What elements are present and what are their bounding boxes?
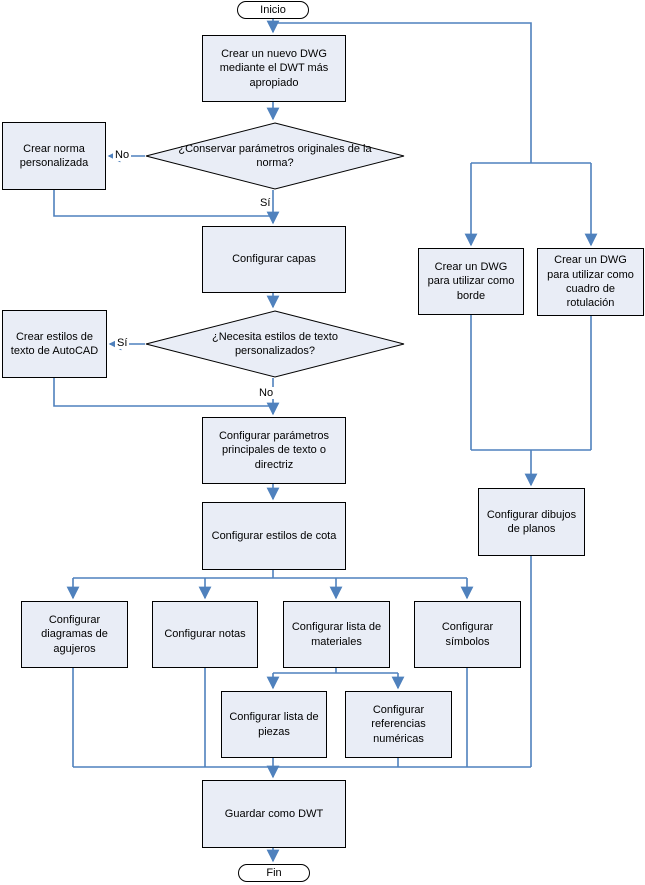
node-configurar-notas: Configurar notas bbox=[152, 601, 258, 668]
decision-conservar-parametros: ¿Conservar parámetros originales de la n… bbox=[145, 122, 405, 190]
edge-label-no-estilos: No bbox=[257, 387, 276, 399]
node-label: Configurar notas bbox=[164, 628, 246, 641]
node-label: Configurar estilos de cota bbox=[211, 529, 337, 542]
node-label: Configurar diagramas de agujeros bbox=[41, 614, 108, 655]
decision-estilos-texto: ¿Necesita estilos de texto personalizado… bbox=[145, 310, 405, 378]
node-crear-dwg: Crear un nuevo DWG mediante el DWT más a… bbox=[202, 35, 346, 102]
node-label: Guardar como DWT bbox=[224, 807, 324, 820]
node-configurar-capas: Configurar capas bbox=[202, 226, 346, 293]
node-label: Configurar parámetros principales de tex… bbox=[218, 430, 330, 471]
node-label: Inicio bbox=[260, 3, 286, 16]
edge-label-si-estilos: Sí bbox=[115, 337, 130, 349]
node-label: ¿Conservar parámetros originales de la n… bbox=[178, 142, 372, 169]
node-configurar-estilos-cota: Configurar estilos de cota bbox=[202, 502, 346, 570]
node-label: Configurar símbolos bbox=[441, 621, 494, 648]
diamond-shape bbox=[145, 122, 405, 190]
node-configurar-simbolos: Configurar símbolos bbox=[414, 601, 521, 668]
node-label: ¿Necesita estilos de texto personalizado… bbox=[212, 330, 338, 357]
node-label: Configurar referencias numéricas bbox=[371, 704, 426, 745]
node-label: Crear un DWG para utilizar como borde bbox=[427, 261, 515, 302]
node-configurar-parametros: Configurar parámetros principales de tex… bbox=[202, 417, 346, 484]
node-guardar-dwt: Guardar como DWT bbox=[202, 780, 346, 848]
node-configurar-dibujos-planos: Configurar dibujos de planos bbox=[478, 488, 585, 556]
node-configurar-referencias-numericas: Configurar referencias numéricas bbox=[345, 691, 452, 758]
node-inicio: Inicio bbox=[237, 1, 309, 19]
node-crear-estilos-texto: Crear estilos de texto de AutoCAD bbox=[2, 310, 107, 378]
diamond-shape bbox=[145, 310, 405, 378]
node-label: Configurar dibujos de planos bbox=[486, 508, 577, 535]
connector-line bbox=[273, 22, 532, 163]
edge-label-si-norma: Sí bbox=[258, 197, 273, 209]
edge-label-no-norma: No bbox=[113, 149, 132, 161]
connector-line bbox=[53, 190, 273, 217]
node-configurar-lista-materiales: Configurar lista de materiales bbox=[283, 601, 390, 668]
connector-line bbox=[53, 378, 273, 407]
node-label: Fin bbox=[266, 866, 282, 879]
node-crear-norma: Crear norma personalizada bbox=[2, 122, 106, 190]
node-crear-dwg-rotulacion: Crear un DWG para utilizar como cuadro d… bbox=[537, 248, 644, 316]
node-label: Crear estilos de texto de AutoCAD bbox=[10, 330, 99, 357]
node-fin: Fin bbox=[238, 864, 310, 882]
node-label: Configurar lista de piezas bbox=[229, 711, 319, 738]
node-label: Crear norma personalizada bbox=[19, 142, 89, 169]
node-label: Configurar capas bbox=[232, 253, 316, 266]
node-crear-dwg-borde: Crear un DWG para utilizar como borde bbox=[418, 248, 524, 315]
node-configurar-lista-piezas: Configurar lista de piezas bbox=[221, 691, 327, 758]
node-label: Crear un DWG para utilizar como cuadro d… bbox=[547, 254, 634, 310]
node-label: Configurar lista de materiales bbox=[291, 621, 382, 648]
node-configurar-diagramas-agujeros: Configurar diagramas de agujeros bbox=[21, 601, 128, 668]
node-label: Crear un nuevo DWG mediante el DWT más a… bbox=[219, 48, 329, 89]
